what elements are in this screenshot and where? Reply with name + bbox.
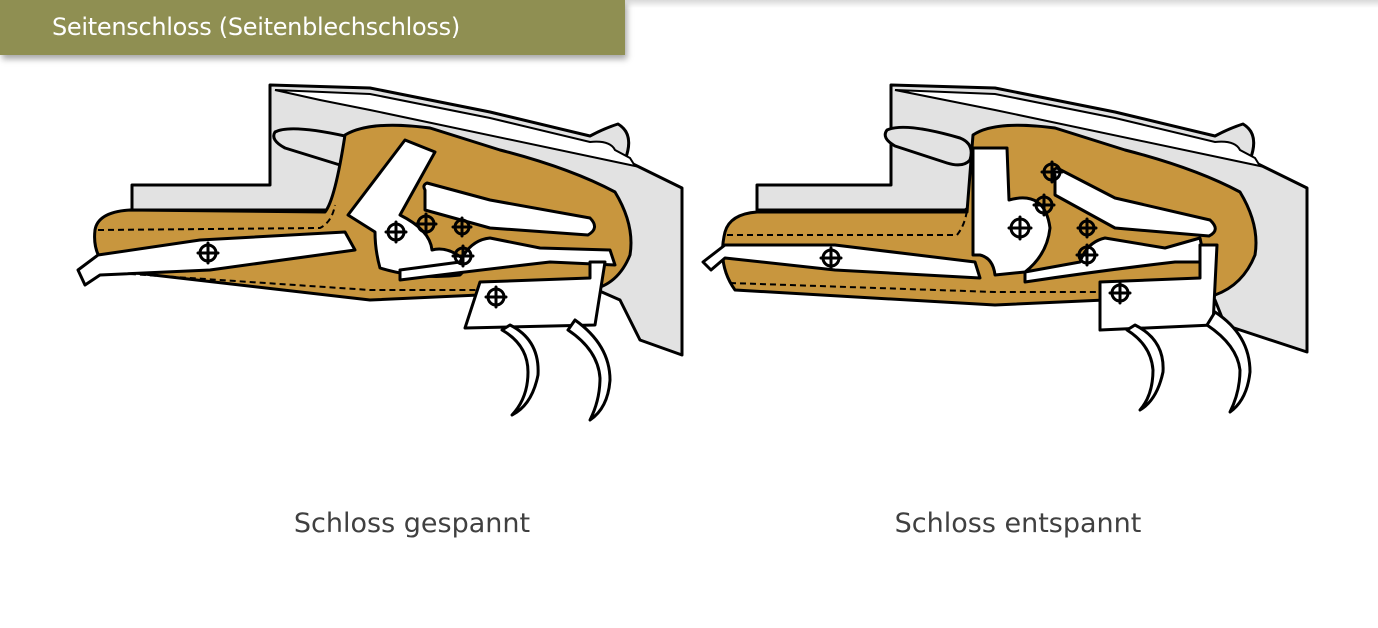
pivot-pin-hammer <box>1007 215 1033 241</box>
pivot-pin-trigger <box>484 285 508 309</box>
sear-spring <box>422 181 596 237</box>
page-title: Seitenschloss (Seitenblechschloss) <box>52 13 460 41</box>
receiver-inner <box>894 89 1263 168</box>
caption-uncocked: Schloss entspannt <box>894 508 1142 539</box>
pivot-pin-sear <box>1032 193 1056 217</box>
trigger-plate <box>1098 243 1219 332</box>
receiver-inner <box>274 89 638 168</box>
receiver-frame <box>130 83 684 357</box>
pivot-pin-spring <box>451 216 473 238</box>
cocking-lever <box>701 243 982 280</box>
pivot-pin-lower <box>1075 243 1099 267</box>
trigger-plate <box>463 260 607 330</box>
top-divider-line <box>600 0 1378 8</box>
lock-diagram-cocked <box>76 83 684 422</box>
hammer <box>971 146 1052 277</box>
sear <box>398 236 617 282</box>
mainspring-dashed <box>97 204 336 231</box>
sear-spring-dashed <box>729 282 1115 293</box>
pivot-pin-lever <box>819 246 843 270</box>
pivot-pin-trigger <box>1108 281 1132 305</box>
caption-cocked: Schloss gespannt <box>293 508 531 539</box>
pivot-pin-lower <box>451 244 475 268</box>
mainspring-dashed <box>727 209 968 236</box>
front-trigger <box>500 323 540 417</box>
sear-spring-dashed <box>99 271 500 291</box>
pivot-pin-spring <box>1076 217 1098 239</box>
rear-trigger <box>566 318 612 422</box>
pivot-pin-hammer <box>384 220 408 244</box>
cocking-lever <box>76 230 357 287</box>
pivot-pin-lever <box>196 241 220 265</box>
pivot-pin-sear-upper <box>1040 160 1064 184</box>
front-trigger <box>1125 323 1165 412</box>
title-banner: Seitenschloss (Seitenblechschloss) <box>0 0 625 55</box>
receiver-frame <box>755 83 1309 354</box>
lock-diagram-uncocked <box>701 83 1309 414</box>
rear-trigger <box>1205 310 1252 414</box>
pivot-pin-sear <box>414 212 438 236</box>
